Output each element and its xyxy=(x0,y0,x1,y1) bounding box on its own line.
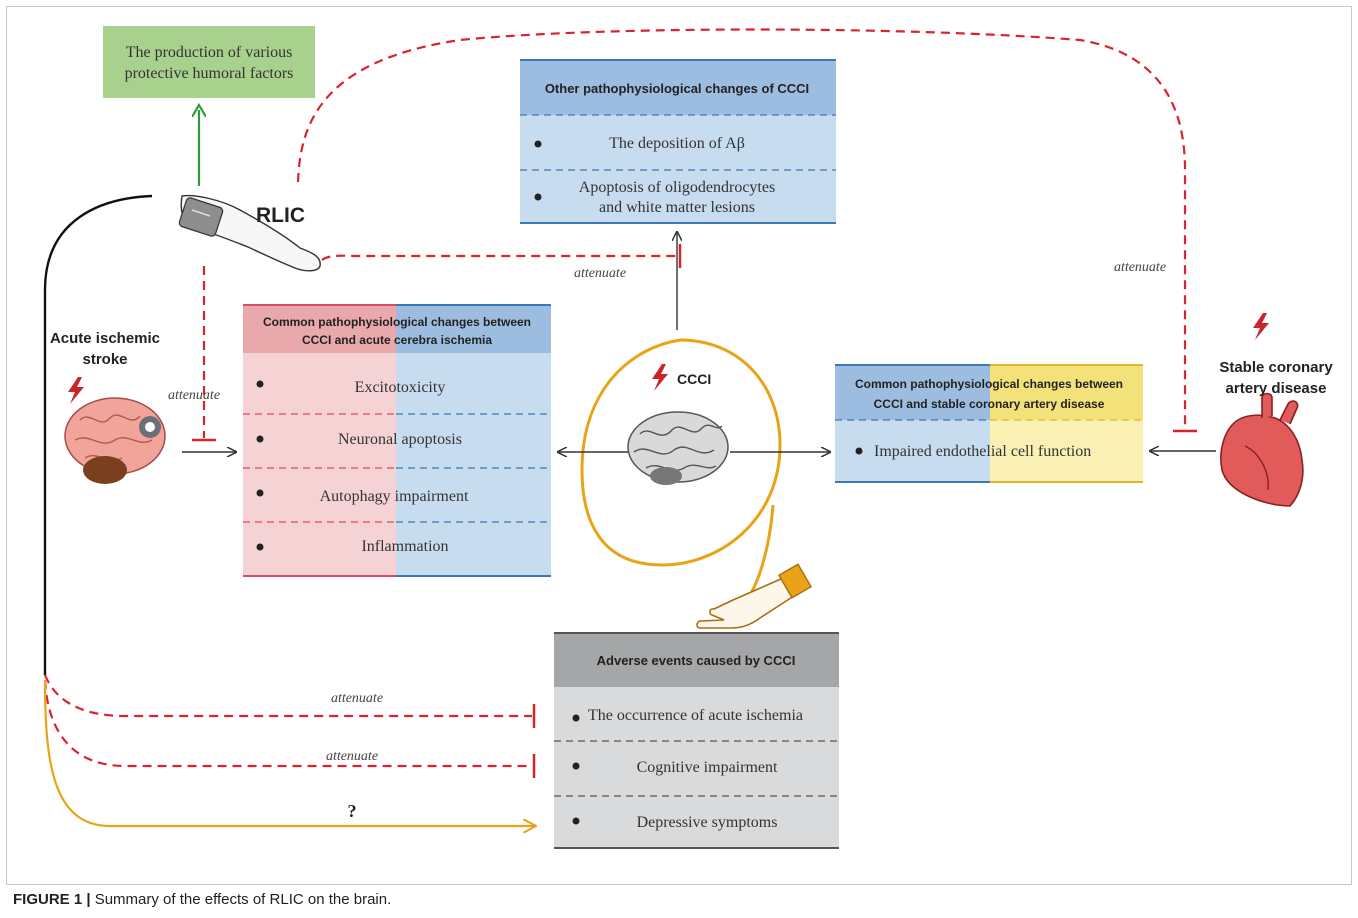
bullet xyxy=(256,435,264,443)
humoral-factors-box xyxy=(103,26,315,98)
other-changes-item2-line2: and white matter lesions xyxy=(599,199,755,216)
common-scad-box xyxy=(835,364,1143,483)
caption-text: Summary of the effects of RLIC on the br… xyxy=(90,891,392,908)
adverse-events-item: The occurrence of acute ischemia xyxy=(588,707,803,724)
other-changes-item1: The deposition of Aβ xyxy=(609,135,745,152)
other-changes-item2-line1: Apoptosis of oligodendrocytes xyxy=(579,179,775,196)
caption-label: FIGURE 1 | xyxy=(13,891,91,908)
pointing-hand-icon xyxy=(696,563,812,629)
ccci-brain-icon xyxy=(627,411,729,485)
rlic-arm-cuff-icon xyxy=(178,194,321,272)
ischemic-brain-icon xyxy=(64,397,166,484)
humoral-factors-line2: protective humoral factors xyxy=(125,65,294,82)
question-mark: ? xyxy=(348,801,357,821)
bullet xyxy=(534,193,542,201)
scad-label-line2: artery disease xyxy=(1226,380,1327,397)
common-ais-item: Excitotoxicity xyxy=(355,379,446,396)
bullet xyxy=(572,762,580,770)
figure-frame xyxy=(6,6,1352,885)
attenuate-label-scad: attenuate xyxy=(1114,260,1166,275)
rlic-to-cognitive-dashed xyxy=(43,679,532,768)
bullet xyxy=(256,380,264,388)
common-scad-item: Impaired endothelial cell function xyxy=(874,443,1091,460)
common-scad-title-line2: CCCI and stable coronary artery disease xyxy=(874,397,1105,411)
figure-caption: FIGURE 1 | Summary of the effects of RLI… xyxy=(13,891,391,908)
humoral-factors-line1: The production of various xyxy=(126,44,293,61)
other-changes-title: Other pathophysiological changes of CCCI xyxy=(545,81,809,96)
attenuate-label-ais: attenuate xyxy=(168,388,220,403)
adverse-events-title: Adverse events caused by CCCI xyxy=(597,653,796,668)
bullet xyxy=(256,489,264,497)
attenuate-label-acute: attenuate xyxy=(331,691,383,706)
common-ais-title-line1: Common pathophysiological changes betwee… xyxy=(263,315,531,329)
rlic-to-depressive-orange xyxy=(43,679,536,826)
other-changes-box xyxy=(520,59,836,224)
common-ais-item: Autophagy impairment xyxy=(320,488,469,505)
bullet xyxy=(256,543,264,551)
ccci-label: CCCI xyxy=(677,371,711,387)
lightning-icon-scad xyxy=(1253,313,1269,340)
lightning-icon-ais xyxy=(68,377,84,404)
bullet xyxy=(534,140,542,148)
ais-label-line2: stroke xyxy=(82,351,127,368)
bullet xyxy=(572,817,580,825)
adverse-events-item: Cognitive impairment xyxy=(637,759,778,776)
rlic-to-acute-ischemia-dashed xyxy=(43,674,532,718)
common-ais-item: Inflammation xyxy=(361,538,448,555)
rlic-to-scad-dashed-arc xyxy=(296,28,1187,428)
bullet xyxy=(855,447,863,455)
attenuate-label-other: attenuate xyxy=(574,266,626,281)
common-ais-title-line2: CCCI and acute cerebra ischemia xyxy=(302,333,492,347)
bullet xyxy=(572,714,580,722)
adverse-events-box xyxy=(554,632,839,849)
common-ais-box xyxy=(243,304,551,577)
rlic-to-other-dashed xyxy=(321,254,678,261)
common-scad-title-line1: Common pathophysiological changes betwee… xyxy=(855,377,1123,391)
adverse-events-item: Depressive symptoms xyxy=(637,814,778,831)
common-ais-item: Neuronal apoptosis xyxy=(338,431,462,448)
heart-icon xyxy=(1220,392,1304,507)
attenuate-label-cognitive: attenuate xyxy=(326,749,378,764)
rlic-left-black-curve xyxy=(43,194,153,675)
rlic-label: RLIC xyxy=(256,204,305,227)
lightning-icon-ccci xyxy=(652,364,668,391)
ais-label-line1: Acute ischemic xyxy=(50,330,160,347)
scad-label-line1: Stable coronary xyxy=(1219,359,1333,376)
